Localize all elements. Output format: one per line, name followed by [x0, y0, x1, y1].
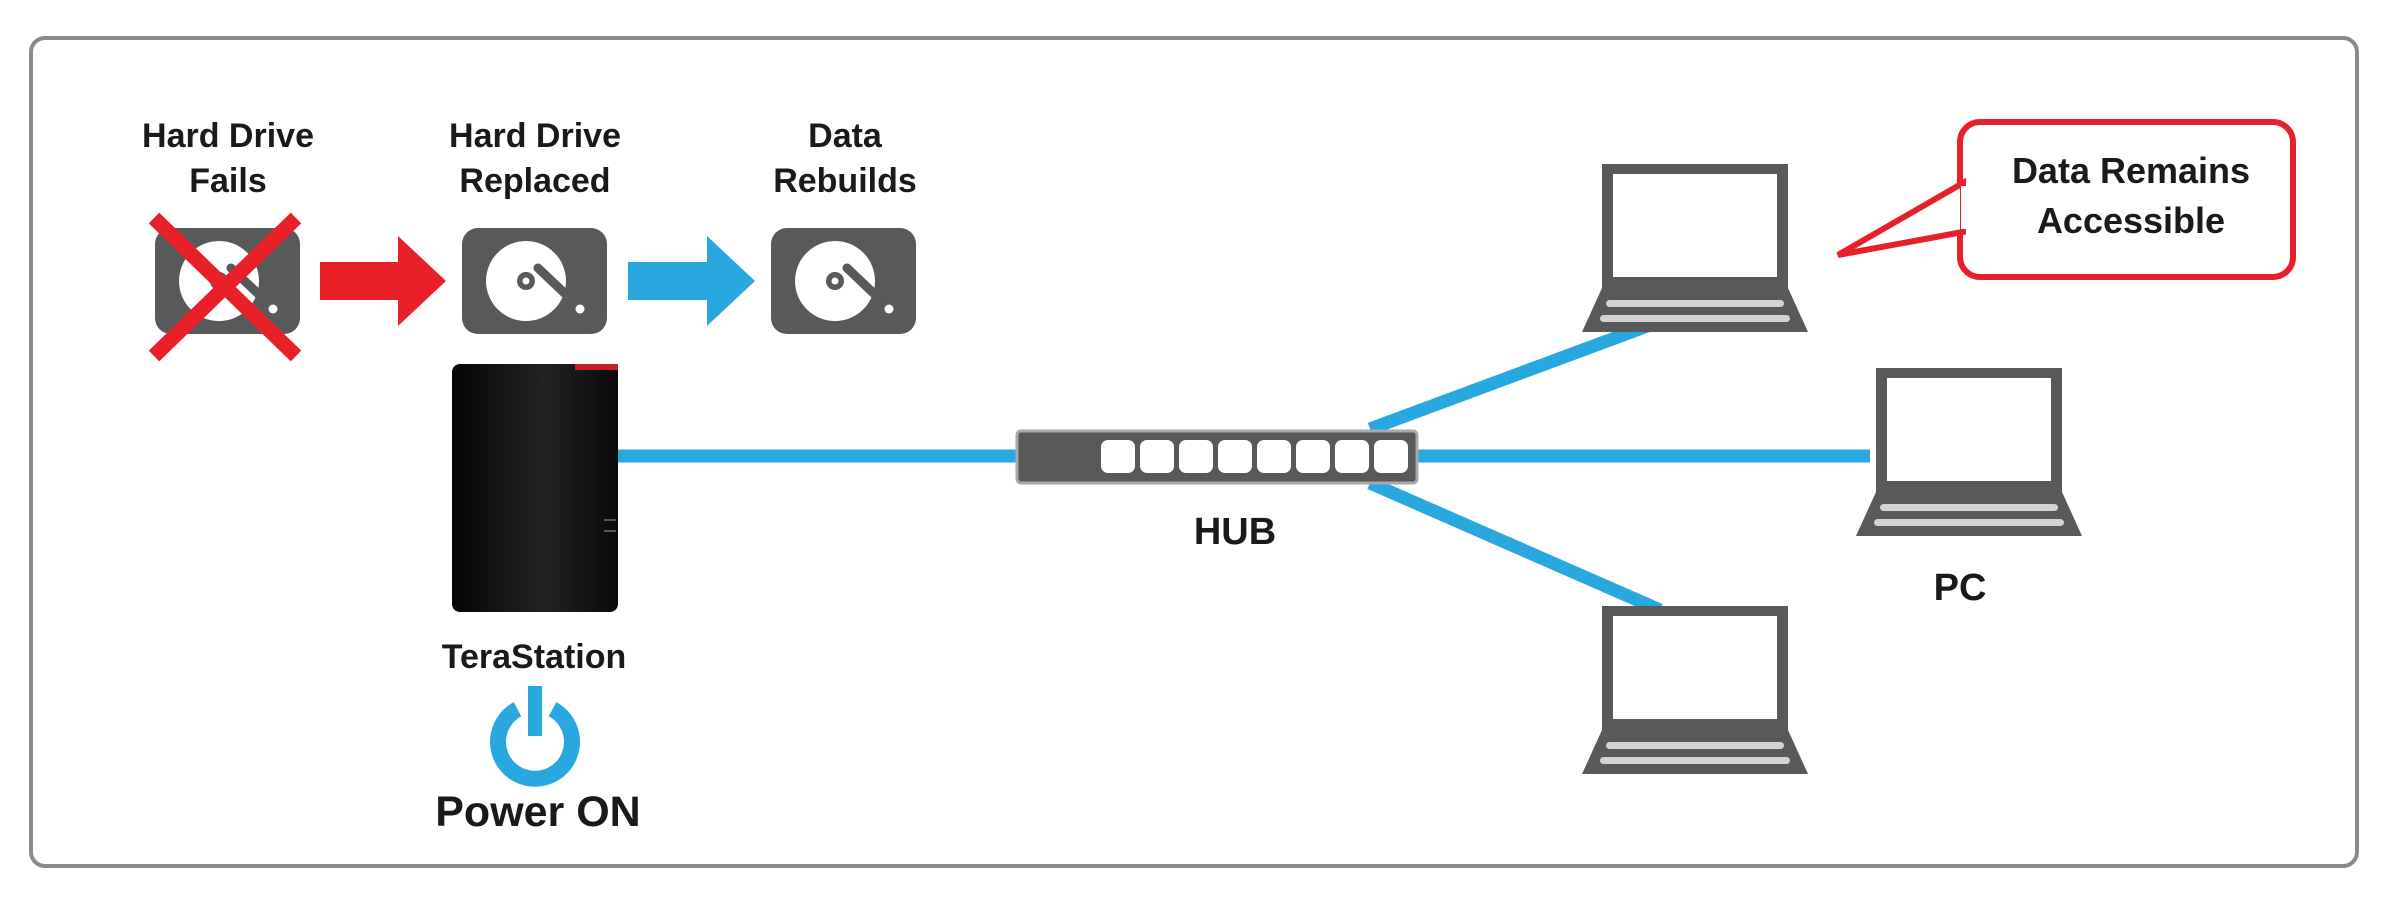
step-fails-line1: Hard Drive [142, 117, 314, 155]
laptop-icon [1582, 164, 1808, 332]
power-icon [490, 686, 580, 787]
hard-drive-icon [771, 228, 916, 334]
pc-label: PC [1934, 567, 1987, 609]
failure-x-icon [148, 212, 302, 362]
power-on-label: Power ON [435, 788, 641, 836]
callout-line1: Data Remains [2012, 150, 2250, 191]
hub-label: HUB [1194, 511, 1276, 553]
cable-hub-to-laptop-top [1367, 318, 1653, 436]
speech-bubble: Data Remains Accessible [1836, 119, 2296, 280]
arrow-right-icon [628, 236, 755, 326]
nas-device-icon [452, 364, 618, 612]
step-rebuilds-line1: Data [808, 117, 883, 155]
step-label-fails: Hard Drive Fails [142, 117, 314, 200]
laptop-icon [1856, 368, 2082, 536]
nas-label: TeraStation [442, 638, 627, 676]
network-cables [618, 318, 1870, 616]
step-label-rebuilds: Data Rebuilds [773, 117, 917, 200]
laptop-icon [1582, 606, 1808, 774]
callout-line2: Accessible [2037, 200, 2225, 241]
hard-drive-icon [462, 228, 607, 334]
arrow-right-icon [320, 236, 446, 326]
step-replaced-line1: Hard Drive [449, 117, 621, 155]
step-replaced-line2: Replaced [459, 162, 610, 200]
cable-hub-to-laptop-bottom [1367, 477, 1663, 616]
step-rebuilds-line2: Rebuilds [773, 162, 917, 200]
step-label-replaced: Hard Drive Replaced [449, 117, 621, 200]
hub-icon [1015, 429, 1419, 485]
step-fails-line2: Fails [189, 162, 266, 200]
